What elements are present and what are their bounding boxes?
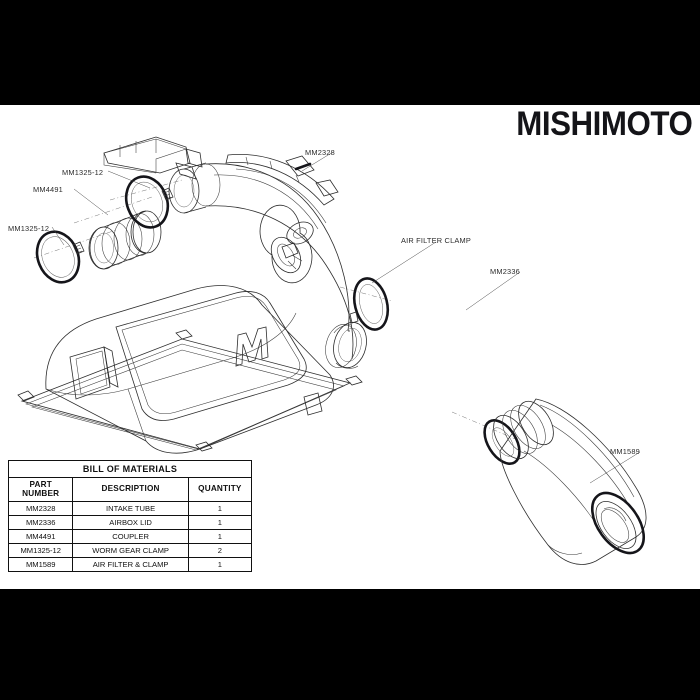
airbox-lid-mm2336 (17, 285, 363, 454)
bom-cell-desc: WORM GEAR CLAMP (72, 543, 189, 559)
bom-header-row: PART NUMBER DESCRIPTION QUANTITY (7, 476, 253, 503)
bom-cell-part: MM2328 (7, 501, 74, 517)
bom-cell-part: MM1589 (7, 557, 74, 573)
bom-cell-qty: 1 (187, 501, 253, 517)
intake-tube-mm2328 (103, 136, 367, 369)
letterbox-top (0, 0, 700, 105)
assembly-axis-lines (33, 179, 521, 442)
bom-cell-qty: 1 (187, 557, 253, 573)
bom-cell-part: MM2336 (7, 515, 74, 531)
bom-cell-desc: COUPLER (72, 529, 189, 545)
bom-cell-part: MM4491 (7, 529, 74, 545)
callout-label-mm2328: MM2328 (305, 148, 335, 157)
bom-cell-qty: 1 (187, 515, 253, 531)
letterbox-bottom (0, 589, 700, 700)
callout-label-mm1325-12-upper: MM1325-12 (62, 168, 104, 177)
bom-header-part-line1: PART (29, 480, 52, 489)
worm-gear-clamp-lower (35, 230, 85, 284)
bom-title: BILL OF MATERIALS (8, 460, 252, 478)
table-row: MM4491 COUPLER 1 (7, 529, 253, 545)
air-filter-clamp (349, 277, 390, 331)
bom-cell-qty: 1 (187, 529, 253, 545)
callout-leader-lines (51, 151, 641, 484)
mishimoto-logo: MISHIMOTO (515, 105, 692, 143)
bom-header-description: DESCRIPTION (72, 476, 189, 503)
callout-label-air-filter-clamp: AIR FILTER CLAMP (401, 236, 472, 245)
bom-header-quantity: QUANTITY (187, 476, 253, 503)
callout-label-mm2336: MM2336 (490, 267, 520, 276)
callout-label-mm4491: MM4491 (33, 185, 63, 194)
callout-label-mm1589: MM1589 (610, 447, 640, 456)
mishimoto-m-badge (235, 326, 269, 367)
table-row: MM1589 AIR FILTER & CLAMP 1 (7, 557, 253, 573)
bom-header-part-number: PART NUMBER (7, 476, 74, 503)
bom-header-part-line2: NUMBER (22, 488, 60, 498)
bill-of-materials-table: BILL OF MATERIALS PART NUMBER DESCRIPTIO… (7, 460, 253, 573)
drawing-sheet: MM1325-12 MM4491 MM1325-12 MM2328 AIR FI… (0, 105, 700, 589)
bom-cell-desc: INTAKE TUBE (72, 501, 189, 517)
table-row: MM2336 AIRBOX LID 1 (7, 515, 253, 531)
bom-cell-desc: AIR FILTER & CLAMP (72, 557, 189, 573)
filter-end-cap (590, 491, 646, 555)
bom-cell-desc: AIRBOX LID (72, 515, 189, 531)
callout-label-mm1325-12-lower: MM1325-12 (8, 224, 50, 233)
bom-cell-part: MM1325-12 (7, 543, 74, 559)
air-filter-mm1589 (483, 398, 647, 565)
bom-title-row: BILL OF MATERIALS (8, 460, 252, 478)
exploded-assembly-drawing (17, 136, 647, 565)
bom-cell-qty: 2 (187, 543, 253, 559)
table-row: MM2328 INTAKE TUBE 1 (7, 501, 253, 517)
table-row: MM1325-12 WORM GEAR CLAMP 2 (7, 543, 253, 559)
coupler-mm4491 (88, 210, 162, 270)
